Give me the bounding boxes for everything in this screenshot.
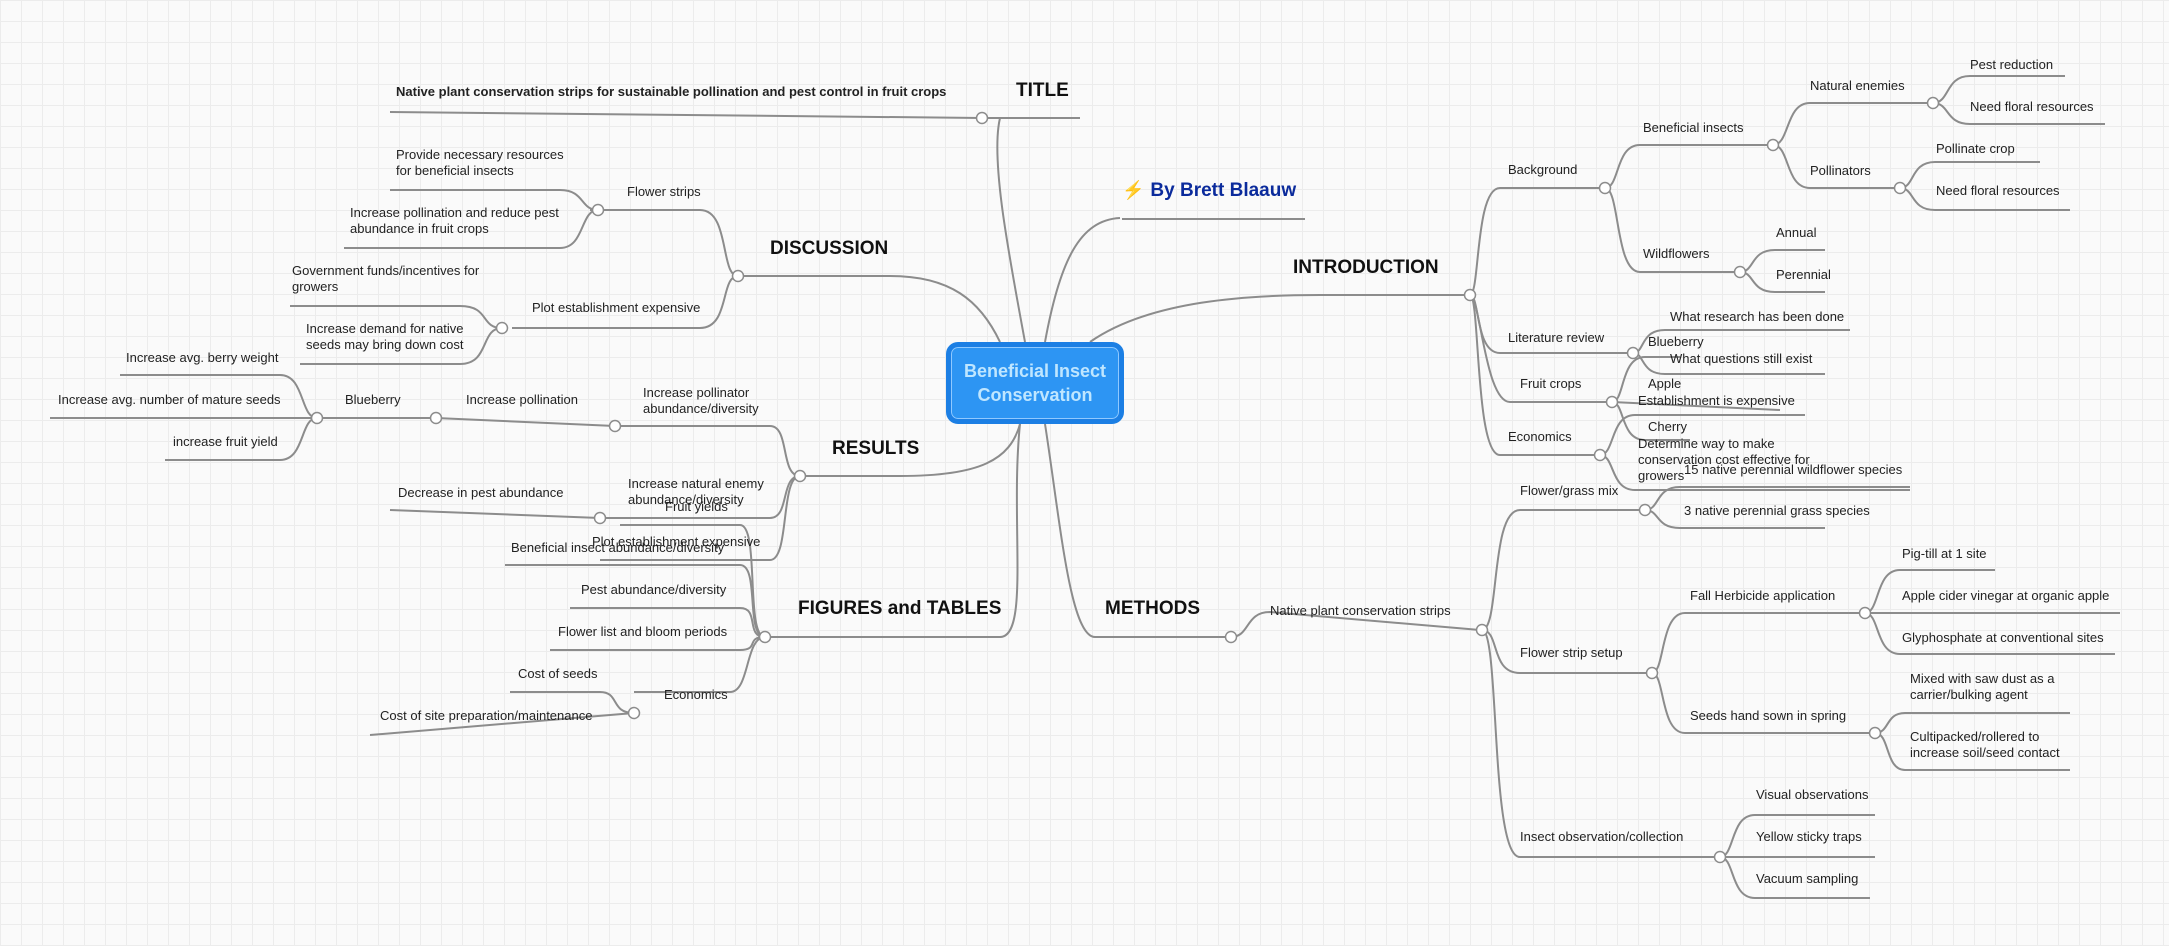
intro-what-questions[interactable]: What questions still exist bbox=[1670, 351, 1813, 366]
intro-economics[interactable]: Economics bbox=[1508, 429, 1572, 444]
results-blueberry[interactable]: Blueberry bbox=[345, 392, 401, 407]
methods-insect-observation[interactable]: Insect observation/collection bbox=[1520, 829, 1684, 844]
central-topic-node[interactable]: Beneficial Insect Conservation bbox=[946, 342, 1124, 424]
introduction-heading[interactable]: INTRODUCTION bbox=[1293, 257, 1439, 278]
results-mature-seeds[interactable]: Increase avg. number of mature seeds bbox=[58, 392, 281, 407]
intro-beneficial-insects[interactable]: Beneficial insects bbox=[1643, 120, 1744, 135]
methods-pig-till[interactable]: Pig-till at 1 site bbox=[1902, 546, 1987, 561]
author-topic[interactable]: ⚡By Brett Blaauw bbox=[1122, 180, 1296, 202]
figures-beneficial-insect[interactable]: Beneficial insect abundance/diversity bbox=[511, 540, 725, 555]
intro-blueberry[interactable]: Blueberry bbox=[1648, 334, 1704, 349]
intro-wildflowers[interactable]: Wildflowers bbox=[1643, 246, 1710, 261]
intro-determine-way[interactable]: Determine way to make conservation cost … bbox=[1638, 436, 1810, 483]
discussion-increase-demand[interactable]: Increase demand for native seeds may bri… bbox=[306, 321, 464, 352]
central-topic-line2: Conservation bbox=[977, 385, 1093, 405]
intro-need-floral-2[interactable]: Need floral resources bbox=[1936, 183, 2060, 198]
methods-mixed-saw-dust[interactable]: Mixed with saw dust as a carrier/bulking… bbox=[1910, 671, 2055, 702]
results-increase-natural-enemy[interactable]: Increase natural enemy abundance/diversi… bbox=[628, 476, 764, 507]
lightning-bolt-icon: ⚡ bbox=[1122, 180, 1145, 200]
methods-grass-species[interactable]: 3 native perennial grass species bbox=[1684, 503, 1870, 518]
results-heading[interactable]: RESULTS bbox=[832, 438, 920, 459]
discussion-gov-funds[interactable]: Government funds/incentives for growers bbox=[292, 263, 480, 294]
results-increase-pollination[interactable]: Increase pollination bbox=[466, 392, 579, 407]
discussion-provide-resources[interactable]: Provide necessary resources for benefici… bbox=[396, 147, 564, 178]
methods-apple-cider[interactable]: Apple cider vinegar at organic apple bbox=[1902, 588, 2110, 603]
methods-fall-herbicide[interactable]: Fall Herbicide application bbox=[1690, 588, 1836, 603]
intro-pollinators[interactable]: Pollinators bbox=[1810, 163, 1871, 178]
intro-perennial[interactable]: Perennial bbox=[1776, 267, 1831, 282]
methods-flower-grass-mix[interactable]: Flower/grass mix bbox=[1520, 483, 1619, 498]
methods-heading[interactable]: METHODS bbox=[1105, 598, 1200, 619]
central-topic-line1: Beneficial Insect bbox=[963, 361, 1107, 381]
intro-cherry[interactable]: Cherry bbox=[1648, 419, 1688, 434]
intro-annual[interactable]: Annual bbox=[1776, 225, 1817, 240]
intro-what-research[interactable]: What research has been done bbox=[1670, 309, 1845, 324]
methods-wildflower-species[interactable]: 15 native perennial wildflower species bbox=[1684, 462, 1903, 477]
intro-need-floral-1[interactable]: Need floral resources bbox=[1970, 99, 2094, 114]
discussion-heading[interactable]: DISCUSSION bbox=[770, 238, 889, 259]
methods-cultipacked[interactable]: Cultipacked/rollered to increase soil/se… bbox=[1910, 729, 2060, 760]
intro-pest-reduction[interactable]: Pest reduction bbox=[1970, 57, 2054, 72]
discussion-increase-pollination[interactable]: Increase pollination and reduce pest abu… bbox=[350, 205, 559, 236]
figures-economics[interactable]: Economics bbox=[664, 687, 728, 702]
intro-apple[interactable]: Apple bbox=[1648, 376, 1682, 391]
intro-natural-enemies[interactable]: Natural enemies bbox=[1810, 78, 1905, 93]
results-decrease-pest[interactable]: Decrease in pest abundance bbox=[398, 485, 564, 500]
methods-vacuum[interactable]: Vacuum sampling bbox=[1756, 871, 1859, 886]
figures-fruit-yields[interactable]: Fruit yields bbox=[665, 499, 728, 514]
intro-fruit-crops[interactable]: Fruit crops bbox=[1520, 376, 1582, 391]
results-increase-pollinator[interactable]: Increase pollinator abundance/diversity bbox=[643, 385, 759, 416]
results-fruit-yield[interactable]: increase fruit yield bbox=[173, 434, 278, 449]
methods-visual[interactable]: Visual observations bbox=[1756, 787, 1869, 802]
intro-pollinate-crop[interactable]: Pollinate crop bbox=[1936, 141, 2015, 156]
title-text[interactable]: Native plant conservation strips for sus… bbox=[396, 84, 947, 99]
methods-flower-strip-setup[interactable]: Flower strip setup bbox=[1520, 645, 1623, 660]
methods-native-strips[interactable]: Native plant conservation strips bbox=[1270, 603, 1451, 618]
methods-yellow-sticky[interactable]: Yellow sticky traps bbox=[1756, 829, 1862, 844]
discussion-plot-establishment[interactable]: Plot establishment expensive bbox=[532, 300, 701, 315]
figures-pest-abundance[interactable]: Pest abundance/diversity bbox=[581, 582, 727, 597]
figures-cost-site[interactable]: Cost of site preparation/maintenance bbox=[380, 708, 593, 723]
methods-glyphosphate[interactable]: Glyphosphate at conventional sites bbox=[1902, 630, 2104, 645]
title-heading[interactable]: TITLE bbox=[1016, 80, 1069, 101]
results-berry-weight[interactable]: Increase avg. berry weight bbox=[126, 350, 279, 365]
results-plot-establishment[interactable]: Plot establishment expensive bbox=[592, 534, 761, 549]
author-text: By Brett Blaauw bbox=[1150, 180, 1297, 201]
intro-establishment-expensive[interactable]: Establishment is expensive bbox=[1638, 393, 1795, 408]
discussion-flower-strips[interactable]: Flower strips bbox=[627, 184, 701, 199]
intro-literature-review[interactable]: Literature review bbox=[1508, 330, 1605, 345]
figures-cost-seeds[interactable]: Cost of seeds bbox=[518, 666, 598, 681]
figures-flower-list[interactable]: Flower list and bloom periods bbox=[558, 624, 728, 639]
figures-heading[interactable]: FIGURES and TABLES bbox=[798, 598, 1002, 619]
intro-background[interactable]: Background bbox=[1508, 162, 1578, 177]
methods-seeds-hand-sown[interactable]: Seeds hand sown in spring bbox=[1690, 708, 1847, 723]
